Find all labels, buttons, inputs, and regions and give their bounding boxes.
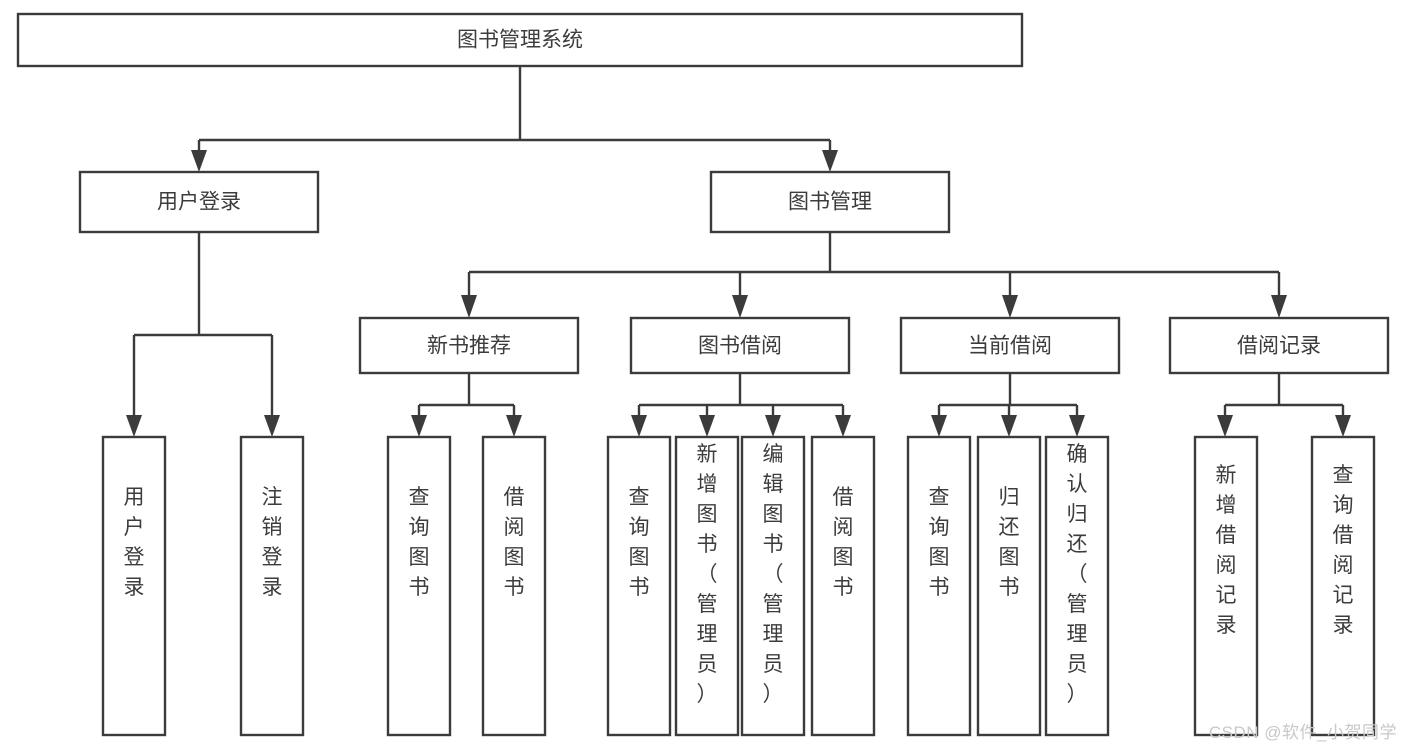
node-leaf-return-book-label: 归还图书 xyxy=(999,486,1020,599)
node-new-book-recommend[interactable]: 新书推荐 xyxy=(358,316,580,375)
arrow-head-leaf-query-book-2 xyxy=(631,415,647,437)
node-borrow-record-label: 借阅记录 xyxy=(1237,335,1321,358)
node-root[interactable]: 图书管理系统 xyxy=(16,12,1024,68)
node-leaf-return-book[interactable]: 归还图书 xyxy=(976,435,1042,737)
arrow-head-leaf-query-record xyxy=(1335,415,1351,437)
node-user-login[interactable]: 用户登录 xyxy=(78,170,320,234)
arrow-head-leaf-add-record xyxy=(1217,415,1233,437)
arrow-head-leaf-confirm-return xyxy=(1069,415,1085,437)
node-leaf-confirm-return[interactable]: 确认归还（管理员） xyxy=(1044,435,1110,737)
arrow-head-borrow-record xyxy=(1271,295,1287,318)
node-root-label: 图书管理系统 xyxy=(457,29,583,52)
arrow-head-current-borrow xyxy=(1002,295,1018,318)
arrow-head-book-manage xyxy=(822,150,838,172)
arrow-head-leaf-logout xyxy=(264,415,280,437)
node-leaf-user-login[interactable]: 用户登录 xyxy=(101,435,167,737)
node-current-borrow[interactable]: 当前借阅 xyxy=(899,316,1121,375)
node-user-login-label: 用户登录 xyxy=(157,191,241,214)
node-leaf-logout[interactable]: 注销登录 xyxy=(239,435,305,737)
arrow-head-leaf-edit-book xyxy=(765,415,781,437)
node-leaf-edit-book-label: 编辑图书（管理员） xyxy=(763,443,784,706)
node-current-borrow-label: 当前借阅 xyxy=(968,335,1052,358)
node-leaf-query-book-1-label: 查询图书 xyxy=(409,486,430,599)
arrow-head-book-borrow xyxy=(732,295,748,318)
node-borrow-record[interactable]: 借阅记录 xyxy=(1168,316,1390,375)
arrow-head-user-login xyxy=(191,150,207,172)
node-leaf-query-book-1[interactable]: 查询图书 xyxy=(386,435,452,737)
node-new-book-recommend-label: 新书推荐 xyxy=(427,335,511,358)
node-leaf-borrow-book-2[interactable]: 借阅图书 xyxy=(810,435,876,737)
node-book-borrow[interactable]: 图书借阅 xyxy=(629,316,851,375)
node-leaf-add-record[interactable]: 新增借阅记录 xyxy=(1193,435,1259,737)
node-leaf-query-record[interactable]: 查询借阅记录 xyxy=(1310,435,1376,737)
node-leaf-confirm-return-label: 确认归还（管理员） xyxy=(1067,443,1088,706)
node-leaf-edit-book[interactable]: 编辑图书（管理员） xyxy=(740,435,806,737)
node-book-borrow-label: 图书借阅 xyxy=(698,335,782,358)
arrow-head-new-book-recommend xyxy=(461,295,477,318)
node-leaf-query-book-3-label: 查询图书 xyxy=(929,486,950,599)
node-leaf-add-record-label: 新增借阅记录 xyxy=(1216,464,1237,637)
node-leaf-query-record-label: 查询借阅记录 xyxy=(1333,464,1354,637)
node-leaf-query-book-3[interactable]: 查询图书 xyxy=(906,435,972,737)
node-leaf-user-login-label: 用户登录 xyxy=(124,486,145,599)
node-leaf-logout-label: 注销登录 xyxy=(262,486,283,599)
arrow-head-leaf-return-book xyxy=(1001,415,1017,437)
arrow-head-leaf-query-book-3 xyxy=(931,415,947,437)
node-leaf-borrow-book-1[interactable]: 借阅图书 xyxy=(481,435,547,737)
node-leaf-add-book-label: 新增图书（管理员） xyxy=(697,443,718,706)
arrow-head-leaf-borrow-book-1 xyxy=(506,415,522,437)
connector-layer xyxy=(126,66,1351,437)
node-leaf-borrow-book-1-label: 借阅图书 xyxy=(504,486,525,599)
node-leaf-borrow-book-2-label: 借阅图书 xyxy=(833,486,854,599)
arrow-head-leaf-query-book-1 xyxy=(411,415,427,437)
node-leaf-query-book-2[interactable]: 查询图书 xyxy=(606,435,672,737)
node-leaf-query-book-2-label: 查询图书 xyxy=(629,486,650,599)
arrow-head-leaf-add-book xyxy=(699,415,715,437)
node-book-manage[interactable]: 图书管理 xyxy=(709,170,951,234)
node-leaf-add-book[interactable]: 新增图书（管理员） xyxy=(674,435,740,737)
arrow-head-leaf-user-login xyxy=(126,415,142,437)
arrow-head-leaf-borrow-book-2 xyxy=(835,415,851,437)
node-book-manage-label: 图书管理 xyxy=(788,191,872,214)
